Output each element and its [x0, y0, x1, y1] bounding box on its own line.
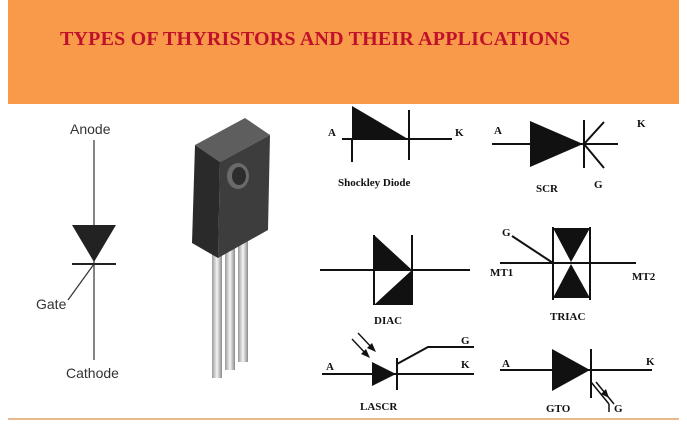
anode-label: Anode — [70, 121, 111, 137]
scr-name-label: SCR — [536, 183, 559, 195]
shockley-a-label: A — [328, 127, 336, 139]
gto-symbol: A K G GTO — [500, 349, 655, 415]
gto-g-label: G — [614, 403, 623, 415]
gto-k-label: K — [646, 356, 655, 368]
diac-symbol: DIAC — [320, 235, 470, 327]
scr-g-label: G — [594, 179, 603, 191]
generic-thyristor-symbol: Anode Gate Cathode — [36, 121, 119, 381]
lascr-a-label: A — [326, 361, 334, 373]
diac-name-label: DIAC — [374, 315, 402, 327]
thyristor-package-illustration — [192, 118, 270, 378]
shockley-k-label: K — [455, 127, 464, 139]
triac-g-label: G — [502, 227, 511, 239]
gto-a-label: A — [502, 358, 510, 370]
shockley-name-label: Shockley Diode — [338, 177, 411, 189]
lascr-k-label: K — [461, 359, 470, 371]
scr-k-label: K — [637, 118, 646, 130]
gto-name-label: GTO — [546, 403, 571, 415]
shockley-diode-symbol: A K Shockley Diode — [328, 106, 464, 189]
scr-a-label: A — [494, 125, 502, 137]
triac-name-label: TRIAC — [550, 311, 586, 323]
triac-mt1-label: MT1 — [490, 267, 513, 279]
page-title: TYPES OF THYRISTORS AND THEIR APPLICATIO… — [60, 28, 571, 50]
triac-mt2-label: MT2 — [632, 271, 656, 283]
triac-symbol: G MT1 MT2 TRIAC — [490, 227, 656, 323]
scr-symbol: A K G SCR — [492, 118, 646, 195]
lascr-symbol: A K G LASCR — [322, 332, 474, 413]
header-banner: TYPES OF THYRISTORS AND THEIR APPLICATIO… — [8, 0, 679, 104]
lascr-g-label: G — [461, 335, 470, 347]
gate-label: Gate — [36, 296, 67, 312]
bottom-divider — [8, 418, 679, 420]
cathode-label: Cathode — [66, 365, 119, 381]
lascr-name-label: LASCR — [360, 401, 398, 413]
